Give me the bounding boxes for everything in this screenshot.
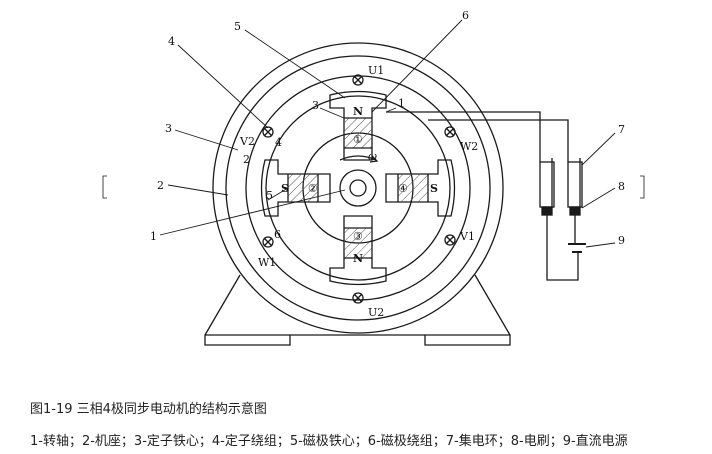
callout-6: 6 bbox=[462, 9, 469, 22]
brushes bbox=[541, 206, 581, 216]
pole-number-1: ① bbox=[353, 133, 363, 146]
pole-label-south-left: S bbox=[281, 182, 289, 195]
terminal-v2 bbox=[262, 126, 274, 138]
callout-3-inner: 3 bbox=[312, 99, 319, 112]
callout-6-inner: 6 bbox=[274, 228, 281, 241]
callout-9: 9 bbox=[618, 234, 625, 247]
figure-caption-legend: 1-转轴；2-机座；3-定子铁心；4-定子绕组；5-磁极铁心；6-磁极绕组；7-… bbox=[30, 434, 628, 449]
phase-label-v1: V1 bbox=[459, 230, 475, 243]
callout-5: 5 bbox=[234, 20, 241, 33]
terminal-u2 bbox=[352, 292, 364, 304]
pole-label-north-bottom: N bbox=[353, 252, 363, 265]
dc-source-wiring bbox=[546, 215, 586, 281]
rotation-arrow bbox=[339, 155, 377, 161]
rotor-pole-right bbox=[385, 159, 456, 217]
callout-4-inner: 4 bbox=[275, 136, 282, 149]
callout-2: 2 bbox=[157, 179, 164, 192]
shaft-inner bbox=[349, 179, 367, 197]
left-bracket bbox=[102, 175, 107, 199]
phase-label-v2: V2 bbox=[239, 135, 255, 148]
field-winding-leads bbox=[386, 111, 569, 162]
terminal-w1 bbox=[262, 236, 274, 248]
frame-outer-ring bbox=[212, 42, 504, 334]
terminal-u1 bbox=[352, 74, 364, 86]
callout-3: 3 bbox=[165, 122, 172, 135]
pole-number-3: ③ bbox=[353, 230, 363, 243]
phase-label-w2: W2 bbox=[460, 140, 478, 153]
pole-number-2: ② bbox=[308, 182, 318, 195]
rotor-pole-bottom bbox=[329, 215, 387, 286]
terminal-v1 bbox=[444, 234, 456, 246]
rotation-symbol: ω bbox=[368, 150, 377, 163]
phase-label-u1: U1 bbox=[368, 64, 384, 77]
callout-5-inner: 5 bbox=[266, 189, 273, 202]
right-bracket bbox=[640, 175, 645, 199]
stator-core-inner bbox=[265, 95, 451, 281]
pole-number-4: ④ bbox=[398, 182, 408, 195]
callout-1: 1 bbox=[150, 230, 157, 243]
terminal-w2 bbox=[444, 126, 456, 138]
pole-label-north-top: N bbox=[353, 105, 363, 118]
rotor-boundary bbox=[302, 132, 414, 244]
callout-2-inner: 2 bbox=[243, 153, 250, 166]
motor-base bbox=[204, 274, 511, 346]
callout-1-inner: 1 bbox=[398, 97, 405, 110]
callout-4: 4 bbox=[168, 35, 175, 48]
phase-label-w1: W1 bbox=[258, 256, 276, 269]
figure-caption-title: 图1-19 三相4极同步电动机的结构示意图 bbox=[30, 402, 267, 417]
phase-label-u2: U2 bbox=[368, 306, 384, 319]
callout-7: 7 bbox=[618, 123, 625, 136]
synchronous-motor-diagram: 1 2 3 4 5 6 7 8 9 3 4 5 6 2 1 U1 U2 V2 W… bbox=[102, 9, 645, 346]
shaft-outer bbox=[339, 169, 377, 207]
stator-core-outer bbox=[245, 75, 471, 301]
frame-inner-ring bbox=[225, 55, 491, 321]
pole-label-south-right: S bbox=[430, 182, 438, 195]
rotor-pole-top bbox=[329, 90, 387, 161]
slip-rings bbox=[539, 158, 583, 208]
leader-lines bbox=[159, 19, 616, 248]
callout-8: 8 bbox=[618, 180, 625, 193]
